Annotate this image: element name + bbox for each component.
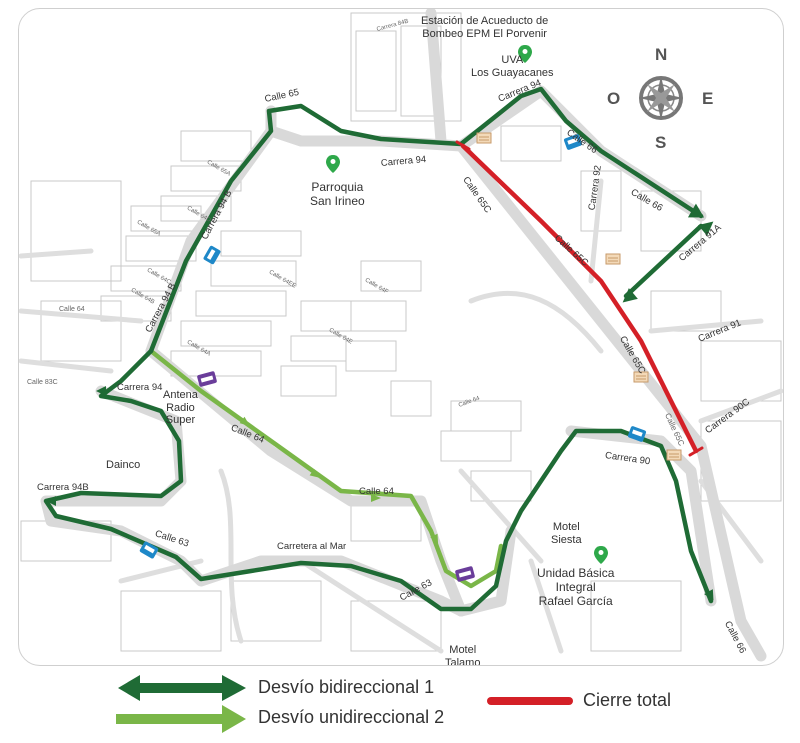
- parking-icon[interactable]: [455, 566, 475, 582]
- street-carrera-94b-left: Carrera 94B: [37, 482, 89, 493]
- legend-bidirectional-label: Desvío bidireccional 1: [258, 677, 435, 697]
- place-parroquia: Parroquia San Irineo: [310, 180, 365, 209]
- compass-west: O: [607, 89, 621, 108]
- legend-unidirectional-symbol: [116, 705, 246, 733]
- city-blocks: [20, 12, 782, 652]
- direction-arrow-icon: [622, 288, 638, 303]
- place-unidad-basica: Unidad Básica Integral Rafael García: [537, 566, 615, 608]
- bus-stop-icon[interactable]: [627, 426, 647, 443]
- place-estacion-line2: Bombeo EPM El Porvenir: [422, 27, 547, 40]
- place-estacion-line1: Estación de Acueducto de: [421, 15, 549, 27]
- street-calle-64-left: Calle 64: [59, 306, 85, 313]
- place-antena: Antena Radio Super: [163, 389, 198, 427]
- map-canvas[interactable]: [19, 9, 783, 665]
- location-pin-icon[interactable]: [518, 45, 532, 63]
- place-uva: UVA Los Guayacanes: [471, 54, 554, 79]
- parking-markers: [197, 371, 475, 582]
- legend-unidirectional-label: Desvío unidireccional 2: [258, 707, 445, 727]
- legend-closure-symbol: [487, 697, 573, 705]
- place-antena-line1: Antena: [163, 389, 198, 401]
- place-antena-line2: Radio: [166, 401, 195, 414]
- direction-arrow-icon: [371, 494, 381, 502]
- street-calle-64-b: Calle 64: [359, 486, 394, 497]
- route-bidirectional-arrows: [46, 203, 714, 601]
- route-unidirectional-arrows: [239, 416, 439, 545]
- place-uva-line2: Los Guayacanes: [471, 66, 554, 79]
- place-dainco: Dainco: [106, 459, 141, 471]
- street-carrera-94-left: Carrera 94: [117, 382, 163, 393]
- direction-arrow-icon: [687, 203, 705, 218]
- route-closure: [455, 140, 704, 457]
- parking-icon[interactable]: [197, 371, 217, 387]
- compass-south: S: [655, 133, 667, 152]
- legend-bidirectional-symbol: [118, 675, 246, 701]
- compass-north: N: [655, 45, 668, 64]
- direction-arrow-icon: [96, 386, 106, 396]
- street-calle-83c: Calle 83C: [27, 379, 58, 386]
- direction-arrow-icon: [698, 221, 714, 236]
- bus-stop-icon[interactable]: [139, 541, 159, 559]
- place-motel-siesta: Motel Siesta: [551, 521, 582, 546]
- bus-stop-icon[interactable]: [203, 245, 221, 265]
- direction-arrow-icon: [309, 468, 321, 478]
- direction-arrow-icon: [430, 533, 439, 545]
- place-estacion: Estación de Acueducto de Bombeo EPM El P…: [421, 15, 548, 40]
- compass-icon: [639, 76, 683, 120]
- place-parroquia-line2: San Irineo: [310, 193, 365, 208]
- place-uva-line1: UVA: [501, 54, 524, 66]
- building-markers: [476, 132, 682, 461]
- place-unidad-line3: Rafael García: [538, 593, 613, 608]
- route-bidirectional: [43, 86, 714, 612]
- building-icon: [633, 371, 649, 383]
- place-unidad-line2: Integral: [555, 579, 596, 594]
- building-icon: [476, 132, 492, 144]
- map[interactable]: Estación de Acueducto de Bombeo EPM El P…: [18, 8, 784, 666]
- bus-stops: [139, 134, 647, 559]
- compass-east: E: [702, 89, 714, 108]
- place-motel-talamo-line1: Motel: [449, 644, 477, 656]
- street-carretera-al-mar: Carretera al Mar: [277, 541, 347, 552]
- place-parroquia-line1: Parroquia: [311, 180, 364, 194]
- place-motel-talamo-line2: Talamo: [445, 656, 481, 666]
- location-pin-icon[interactable]: [326, 155, 340, 173]
- place-motel-siesta-line1: Motel: [552, 521, 580, 533]
- place-unidad-line1: Unidad Básica: [537, 566, 615, 580]
- location-pin-icon[interactable]: [594, 546, 608, 564]
- direction-arrow-icon: [46, 496, 56, 506]
- bus-stop-icon[interactable]: [563, 134, 583, 151]
- route-unidirectional: [148, 348, 504, 589]
- place-antena-line3: Super: [165, 414, 196, 427]
- place-motel-talamo: Motel Talamo: [445, 644, 481, 666]
- place-motel-siesta-line2: Siesta: [551, 533, 582, 546]
- building-icon: [666, 449, 682, 461]
- place-pins: [326, 45, 608, 564]
- direction-arrow-icon: [704, 589, 714, 601]
- building-icon: [605, 253, 621, 265]
- legend-closure-label: Cierre total: [583, 690, 672, 710]
- direction-arrow-icon: [239, 416, 250, 427]
